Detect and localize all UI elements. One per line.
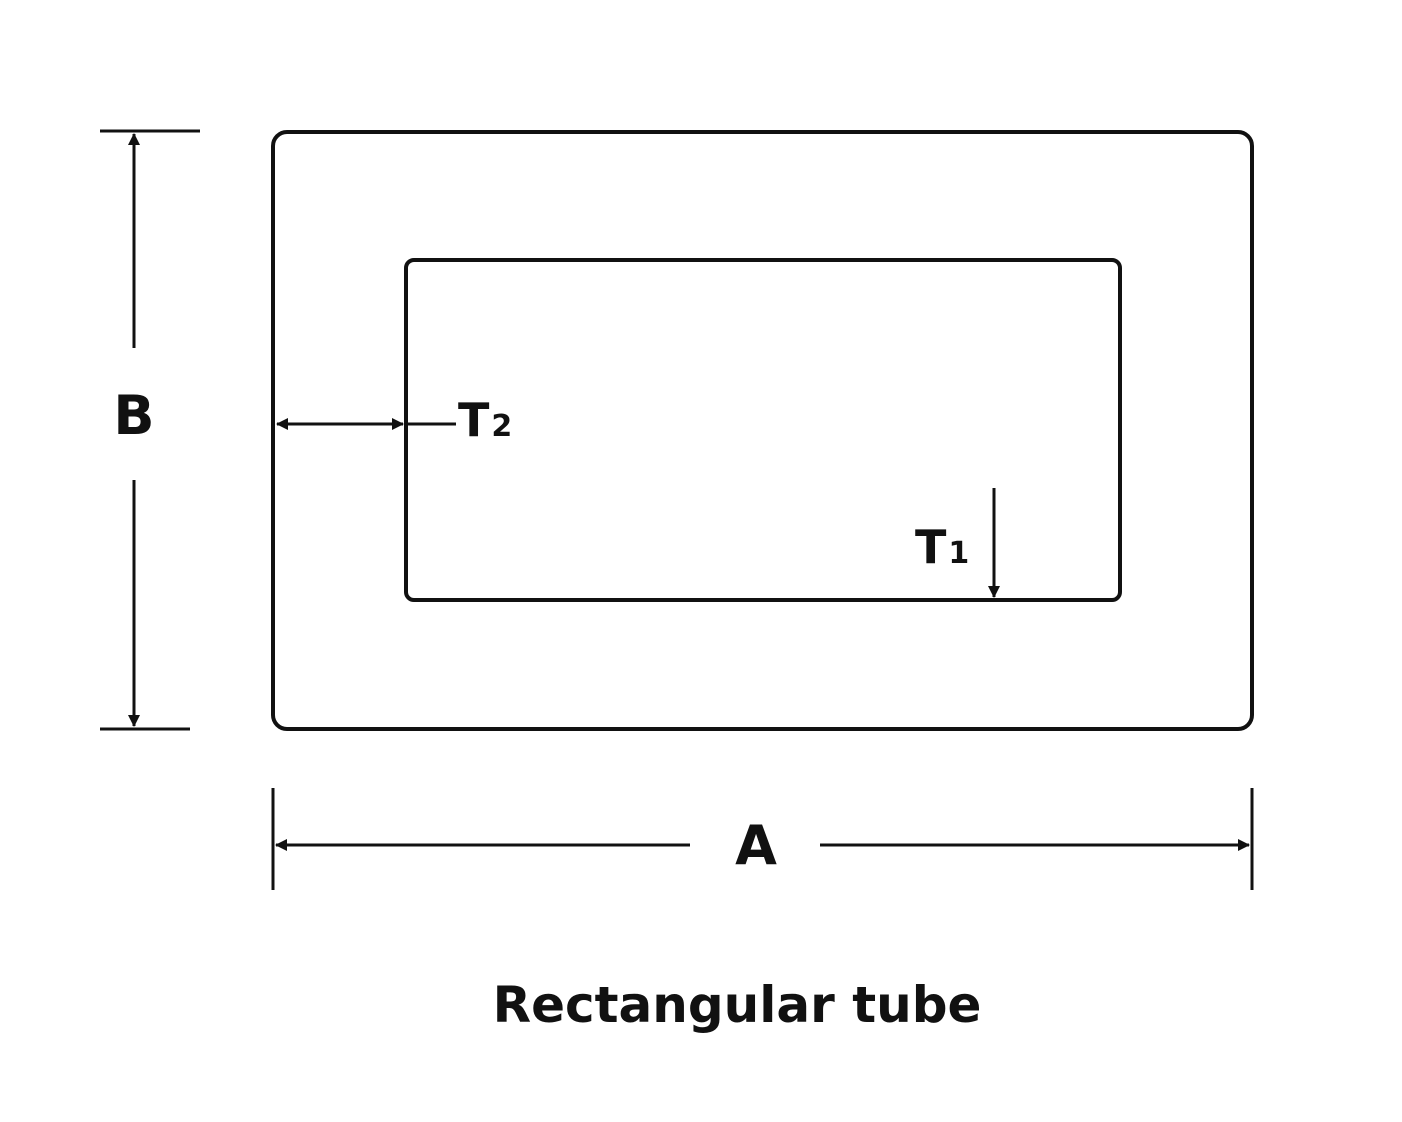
label-a: A bbox=[735, 814, 777, 877]
label-t1-subscript: 1 bbox=[948, 536, 969, 571]
label-t1: T1 bbox=[915, 520, 969, 574]
dimension-t1: T1 bbox=[915, 488, 1000, 598]
label-t2: T2 bbox=[458, 393, 512, 447]
dimension-t2: T2 bbox=[276, 393, 512, 447]
outer-wall bbox=[271, 130, 1254, 731]
label-t2-main: T bbox=[458, 393, 490, 447]
label-t1-main: T bbox=[915, 520, 947, 574]
label-t2-subscript: 2 bbox=[491, 409, 512, 444]
inner-wall bbox=[404, 258, 1122, 602]
caption: Rectangular tube bbox=[493, 976, 982, 1034]
dimension-a: A bbox=[271, 788, 1254, 890]
dimension-b: B bbox=[100, 129, 200, 731]
label-b: B bbox=[113, 384, 154, 447]
